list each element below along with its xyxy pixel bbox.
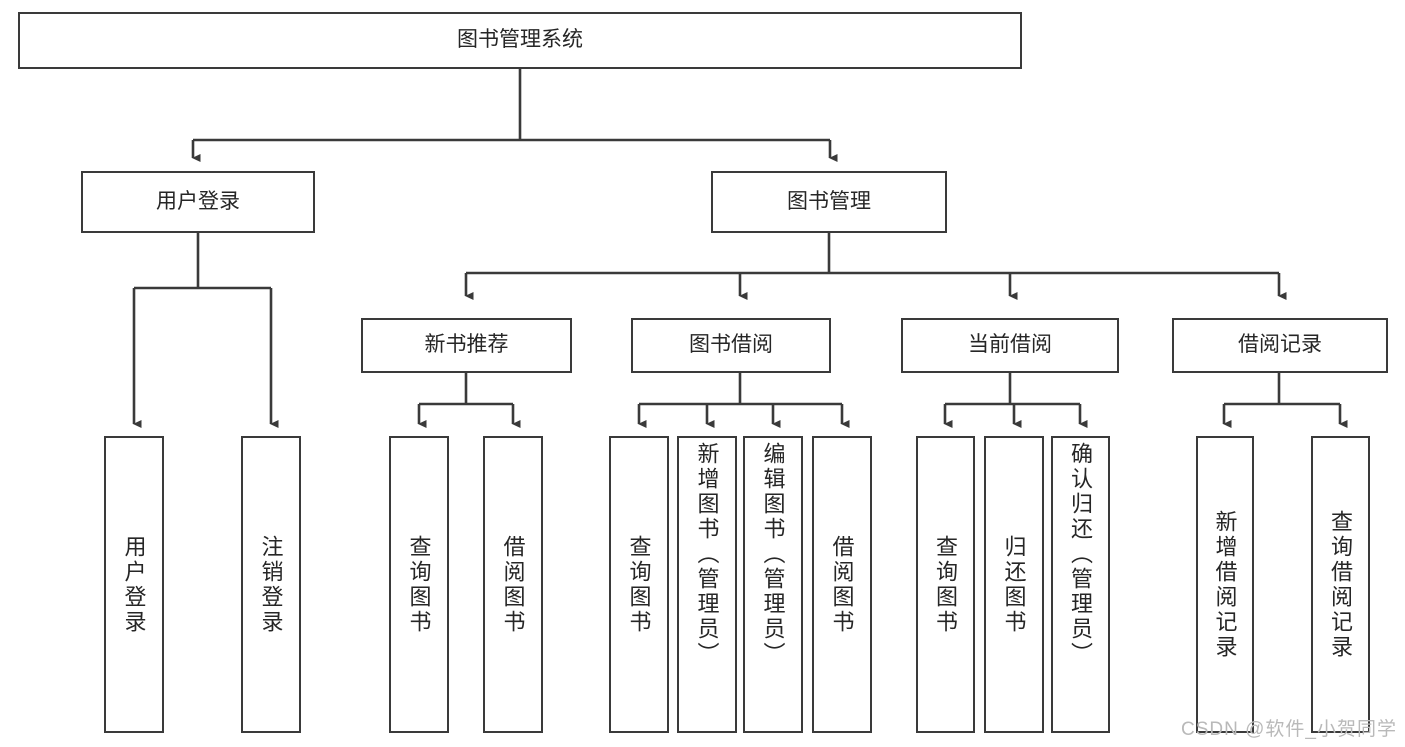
leaf-add-book-label: 新增图书（管理员） [694,442,720,667]
leaf-query-book-2[interactable]: 查询图书 [609,436,669,733]
node-book-borrow[interactable]: 图书借阅 [631,318,831,373]
leaf-confirm-return-label: 确认归还（管理员） [1068,442,1094,667]
leaf-user-login-label: 用户登录 [121,534,147,635]
leaf-query-book-3-label: 查询图书 [933,534,959,635]
leaf-edit-book-label: 编辑图书（管理员） [760,442,786,667]
leaf-query-book-1[interactable]: 查询图书 [389,436,449,733]
node-new-book-rec-label: 新书推荐 [424,333,509,357]
node-user-login-label: 用户登录 [156,189,240,213]
node-user-login[interactable]: 用户登录 [81,171,315,233]
leaf-borrow-book-2[interactable]: 借阅图书 [812,436,872,733]
leaf-logout-label: 注销登录 [258,534,284,635]
node-book-borrow-label: 图书借阅 [689,333,773,357]
leaf-add-record[interactable]: 新增借阅记录 [1196,436,1254,733]
leaf-query-book-1-label: 查询图书 [406,534,432,635]
node-book-manage-label: 图书管理 [787,189,871,213]
leaf-user-login[interactable]: 用户登录 [104,436,164,733]
leaf-query-book-3[interactable]: 查询图书 [916,436,975,733]
node-current-borrow[interactable]: 当前借阅 [901,318,1119,373]
leaf-return-book[interactable]: 归还图书 [984,436,1044,733]
node-book-manage[interactable]: 图书管理 [711,171,947,233]
node-root-label: 图书管理系统 [457,28,583,52]
node-borrow-record-label: 借阅记录 [1238,333,1322,357]
node-root[interactable]: 图书管理系统 [18,12,1022,69]
leaf-confirm-return[interactable]: 确认归还（管理员） [1051,436,1110,733]
node-new-book-rec[interactable]: 新书推荐 [361,318,572,373]
leaf-add-book[interactable]: 新增图书（管理员） [677,436,737,733]
leaf-borrow-book-1[interactable]: 借阅图书 [483,436,543,733]
leaf-add-record-label: 新增借阅记录 [1212,509,1238,660]
leaf-query-book-2-label: 查询图书 [626,534,652,635]
leaf-query-record[interactable]: 查询借阅记录 [1311,436,1370,733]
node-current-borrow-label: 当前借阅 [968,333,1052,357]
leaf-return-book-label: 归还图书 [1001,534,1027,635]
leaf-query-record-label: 查询借阅记录 [1328,509,1354,660]
node-borrow-record[interactable]: 借阅记录 [1172,318,1388,373]
leaf-borrow-book-1-label: 借阅图书 [500,534,526,635]
leaf-borrow-book-2-label: 借阅图书 [829,534,855,635]
watermark-text: CSDN @软件_小贺同学 [1181,719,1397,740]
leaf-edit-book[interactable]: 编辑图书（管理员） [743,436,803,733]
leaf-logout[interactable]: 注销登录 [241,436,301,733]
